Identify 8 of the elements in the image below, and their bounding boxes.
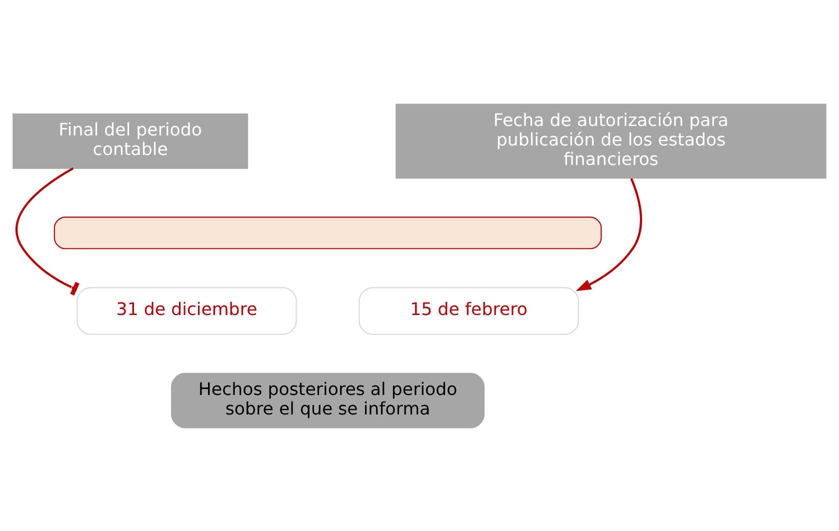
node-box: Final del periodo contable [12, 113, 248, 168]
connector [16, 166, 80, 296]
node-box: 15 de febrero [358, 286, 579, 334]
arrow [576, 178, 642, 290]
node-box: Fecha de autorización para publicación de los estados financieros [396, 103, 826, 178]
node-box: 31 de diciembre [76, 286, 297, 334]
node-box: Hechos posteriores al periodo sobre el que se informa [171, 372, 485, 428]
node-bar [54, 216, 602, 249]
